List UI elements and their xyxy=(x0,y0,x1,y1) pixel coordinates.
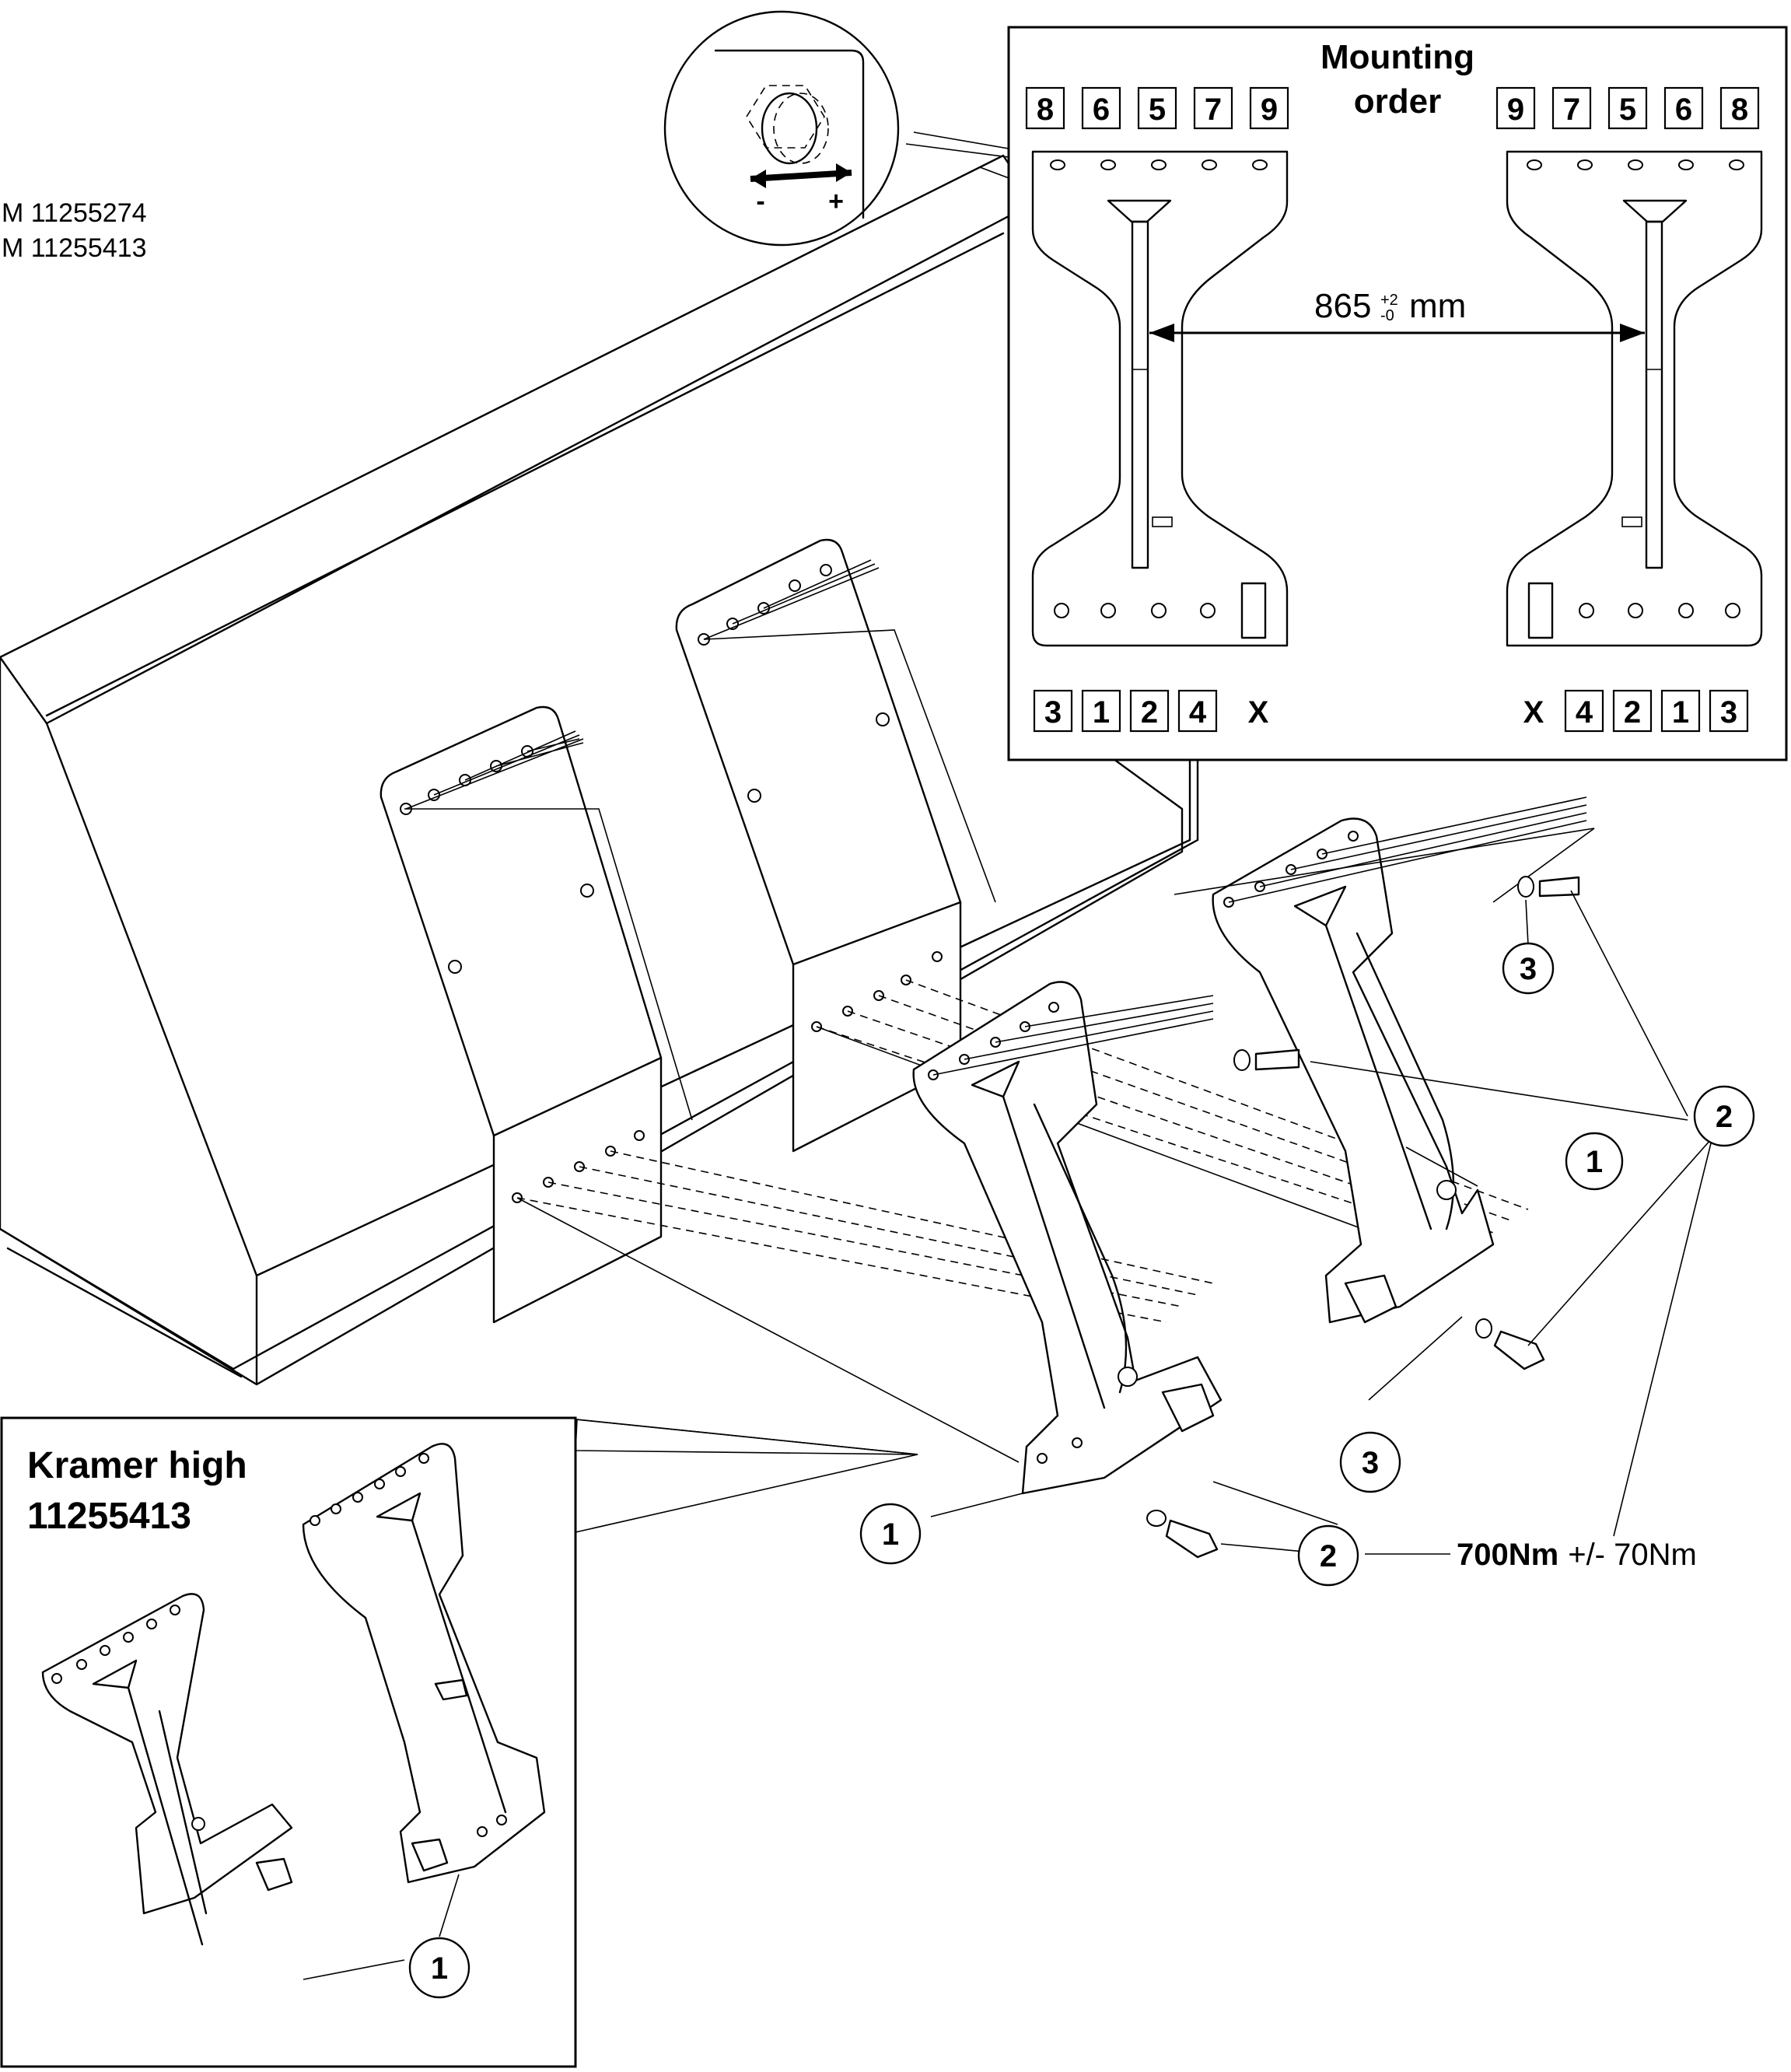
plate-plan-left xyxy=(1031,150,1289,647)
part-number-1: M 11255274 xyxy=(2,198,147,228)
mounting-title-line1: Mounting xyxy=(1321,38,1474,76)
wear-plate-left xyxy=(380,705,693,1324)
bracket-front xyxy=(912,981,1223,1495)
svg-text:1: 1 xyxy=(431,1951,448,1986)
svg-text:2: 2 xyxy=(1320,1539,1337,1573)
bottom-left-order: 3 1 2 4 X xyxy=(1033,689,1269,733)
dimension-tolerance-minus: -0 xyxy=(1380,307,1394,324)
order-box: 7 xyxy=(1205,93,1222,127)
order-box: 4 xyxy=(1189,695,1207,730)
bolts-and-washers xyxy=(1146,876,1580,1559)
bottom-right-order: X 4 2 1 3 xyxy=(1523,689,1749,733)
order-box: 8 xyxy=(1037,93,1054,127)
dimension-unit: mm xyxy=(1409,287,1466,325)
adjustment-detail-view: - + xyxy=(663,10,1027,247)
svg-text:3: 3 xyxy=(1362,1446,1379,1480)
order-box: 8 xyxy=(1731,93,1748,127)
x-label-left: X xyxy=(1248,695,1269,730)
mounting-order-panel: Mounting order 8 6 5 7 9 9 7 5 6 8 xyxy=(1007,26,1788,761)
callout-2-bottom xyxy=(1297,1524,1359,1587)
order-box: 5 xyxy=(1619,93,1636,127)
callout-1-kramer xyxy=(408,1937,470,1999)
kramer-title-line2: 11255413 xyxy=(27,1496,191,1537)
callout-1-front xyxy=(859,1503,922,1565)
order-box: 1 xyxy=(1093,695,1110,730)
kramer-title-line1: Kramer high xyxy=(27,1445,247,1486)
order-box: 9 xyxy=(1261,93,1278,127)
order-box: 2 xyxy=(1624,695,1641,730)
bolt-right xyxy=(1493,1330,1545,1370)
washer-bottom xyxy=(1146,1510,1167,1527)
top-left-order: 8 6 5 7 9 xyxy=(1025,86,1289,130)
order-box: 4 xyxy=(1576,695,1593,730)
part-number-2: M 11255413 xyxy=(2,233,147,263)
order-box: 3 xyxy=(1044,695,1062,730)
plus-label: + xyxy=(828,187,844,216)
order-box: 6 xyxy=(1675,93,1692,127)
kramer-high-inset: Kramer high 11255413 1 xyxy=(0,1416,918,2068)
x-label-right: X xyxy=(1523,695,1544,730)
order-box: 6 xyxy=(1093,93,1110,127)
alignment-lines xyxy=(516,979,1529,1463)
plate-plan-right xyxy=(1506,150,1763,647)
callout-3-top xyxy=(1502,942,1555,995)
dimension-tolerance-plus: +2 xyxy=(1380,292,1398,309)
order-box: 7 xyxy=(1563,93,1580,127)
washer-top xyxy=(1517,876,1534,898)
order-box: 5 xyxy=(1149,93,1166,127)
order-box: 9 xyxy=(1507,93,1524,127)
torque-label: 700Nm+/- 70Nm xyxy=(1457,1538,1697,1572)
dimension-865: 865 +2 -0 mm xyxy=(1149,287,1645,342)
order-box: 3 xyxy=(1720,695,1737,730)
callout-2-right xyxy=(1693,1085,1755,1147)
bolt-mid xyxy=(1254,1048,1300,1071)
minus-label: - xyxy=(756,187,764,216)
svg-text:2: 2 xyxy=(1716,1100,1733,1134)
bolt-bottom xyxy=(1165,1519,1219,1559)
wear-plate-right xyxy=(675,538,996,1153)
top-right-order: 9 7 5 6 8 xyxy=(1495,86,1760,130)
bucket-body xyxy=(0,154,1199,1386)
svg-text:3: 3 xyxy=(1520,952,1537,986)
callout-1-rear xyxy=(1565,1132,1624,1191)
bolt-top xyxy=(1538,876,1580,898)
order-box: 2 xyxy=(1141,695,1158,730)
mounting-title-line2: order xyxy=(1354,82,1441,121)
washer-right xyxy=(1475,1318,1492,1339)
dimension-value: 865 xyxy=(1314,287,1371,325)
svg-text:1: 1 xyxy=(882,1517,899,1552)
svg-text:1: 1 xyxy=(1586,1145,1603,1179)
callout-3-bottom xyxy=(1339,1431,1401,1493)
washer-mid xyxy=(1233,1049,1251,1071)
callouts: 3 2 1 3 1 2 700Nm+/- 70Nm xyxy=(859,890,1755,1587)
order-box: 1 xyxy=(1672,695,1689,730)
